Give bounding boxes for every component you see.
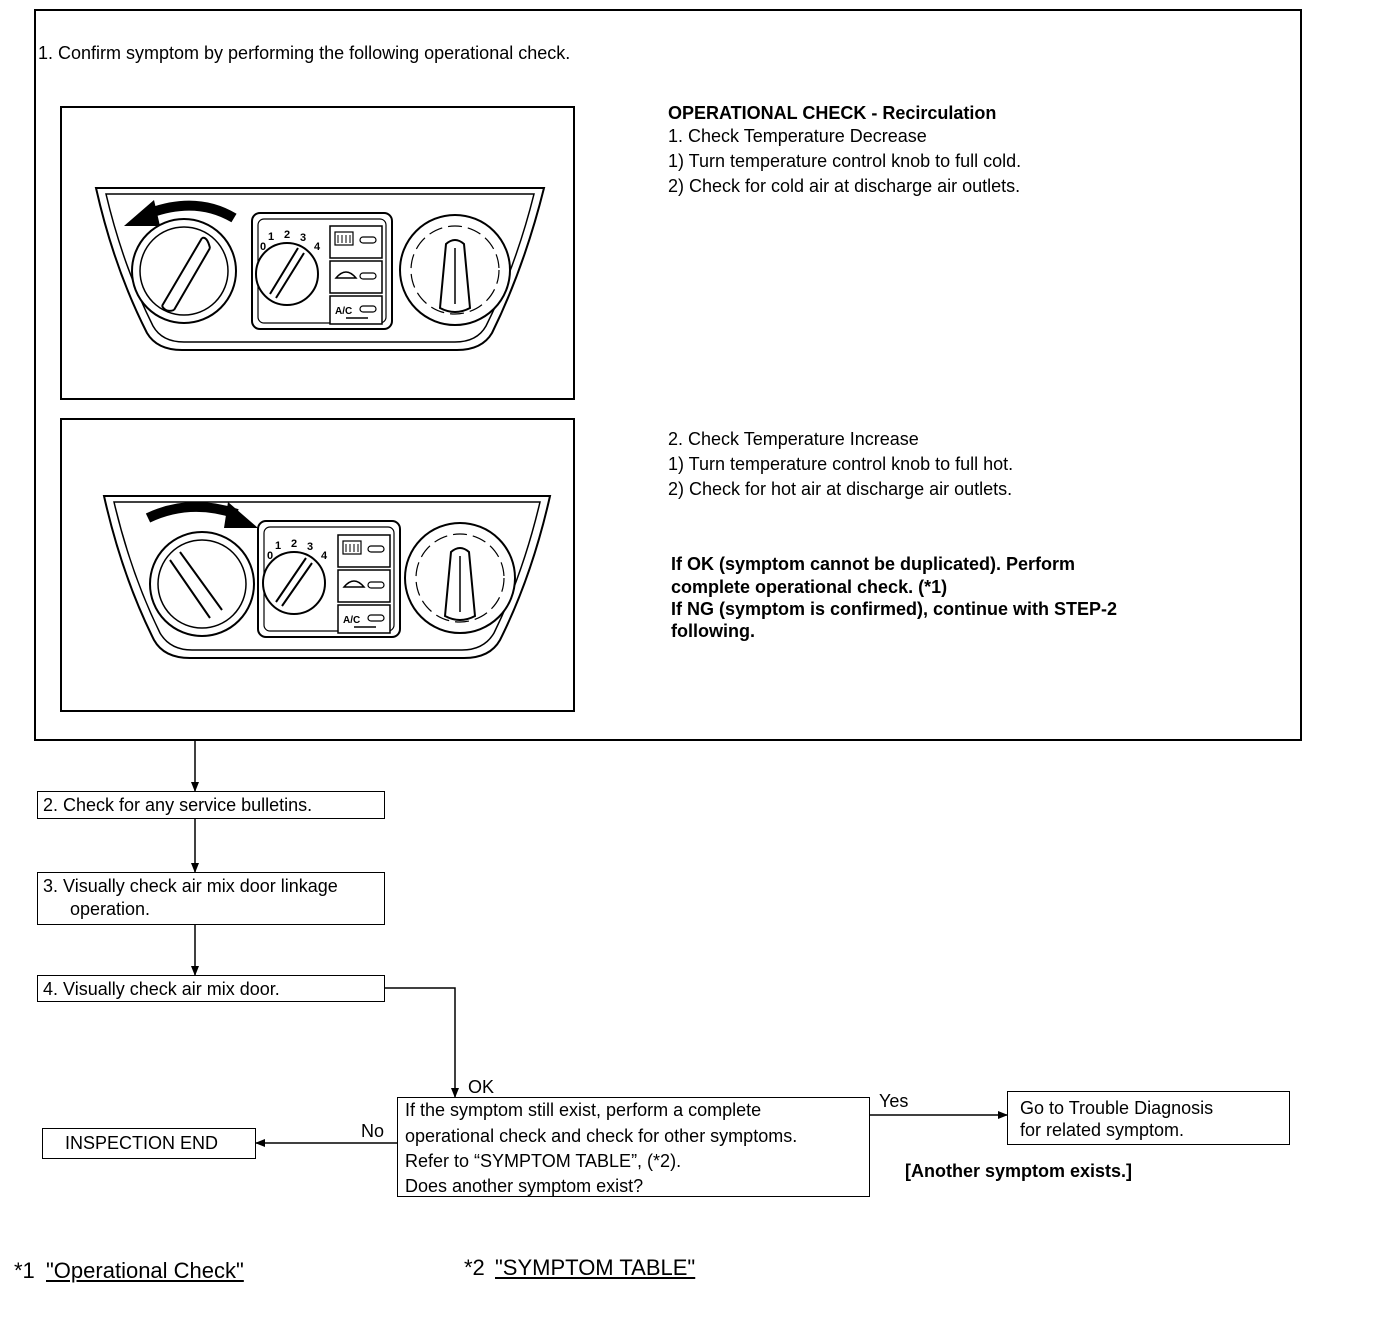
result-note-line: If OK (symptom cannot be duplicated). Pe… [671,554,1076,574]
fan-speed-label: 3 [307,541,313,553]
symptom-table-link[interactable]: "SYMPTOM TABLE" [495,1255,696,1280]
check-increase-line: 2) Check for hot air at discharge air ou… [668,479,1013,499]
step2-text: 2. Check for any service bulletins. [43,795,313,815]
control-panel-hot-illustration: 0 1 2 3 4 A/C [102,495,552,659]
result-note-line: complete operational check. (*1) [671,577,948,597]
footnote1-mark: *1 [14,1258,35,1283]
fan-speed-label: 4 [314,241,321,253]
decision-text: Does another symptom exist? [405,1176,644,1196]
recirculation-icon [342,580,366,588]
fan-speed-label: 2 [284,229,290,241]
yes-label: Yes [879,1091,909,1111]
fan-speed-label: 3 [300,232,306,244]
figure-full-cold: 0 1 2 3 4 A/C [60,106,575,400]
fan-speed-label: 0 [260,241,266,253]
ac-button-label: A/C [335,306,352,317]
step1-heading: 1. Confirm symptom by performing the fol… [38,43,571,63]
check-increase-line: 2. Check Temperature Increase [668,429,919,449]
fan-speed-label: 2 [291,538,297,550]
defrost-icon [334,231,354,246]
footnote2-mark: *2 [464,1255,485,1280]
figure-full-hot: 0 1 2 3 4 A/C [60,418,575,712]
operational-check-link[interactable]: "Operational Check" [46,1258,244,1283]
defrost-icon [342,540,362,555]
another-symptom-note: [Another symptom exists.] [905,1161,1133,1181]
no-label: No [361,1121,385,1141]
check-decrease-line: 1. Check Temperature Decrease [668,126,927,146]
step3-box [37,872,385,925]
result-note-line: If NG (symptom is confirmed), continue w… [671,599,1118,619]
arrow-step4-to-decision [384,987,459,1098]
rotate-ccw-arrow-icon [148,200,237,223]
inspection-end-box [42,1128,256,1159]
decision-text: operational check and check for other sy… [405,1126,798,1146]
recirculation-icon [334,271,358,279]
operational-check-title: OPERATIONAL CHECK - Recirculation [668,103,997,123]
ok-label: OK [468,1077,495,1097]
decision-text: Refer to “SYMPTOM TABLE”, (*2). [405,1151,682,1171]
check-decrease-line: 2) Check for cold air at discharge air o… [668,176,1021,196]
trouble-diagnosis-text: Go to Trouble Diagnosis [1020,1098,1214,1118]
decision-text: If the symptom still exist, perform a co… [405,1100,762,1120]
control-panel-cold-illustration: 0 1 2 3 4 A/C [94,187,546,351]
step3-text: 3. Visually check air mix door linkage [43,876,338,896]
fan-speed-label: 0 [267,550,273,562]
step2-box [37,791,385,819]
check-increase-line: 1) Turn temperature control knob to full… [668,454,1014,474]
step4-box [37,975,385,1002]
step4-text: 4. Visually check air mix door. [43,979,280,999]
inspection-end-text: INSPECTION END [65,1133,219,1153]
fan-speed-label: 1 [275,540,281,552]
fan-speed-label: 1 [268,231,274,243]
trouble-diagnosis-text: for related symptom. [1020,1120,1185,1140]
ac-button-label: A/C [343,615,360,626]
result-note-line: following. [671,621,755,641]
fan-speed-label: 4 [321,550,328,562]
trouble-diagnosis-box [1007,1091,1290,1145]
decision-box [397,1097,870,1197]
check-decrease-line: 1) Turn temperature control knob to full… [668,151,1022,171]
step3-text: operation. [70,899,151,919]
